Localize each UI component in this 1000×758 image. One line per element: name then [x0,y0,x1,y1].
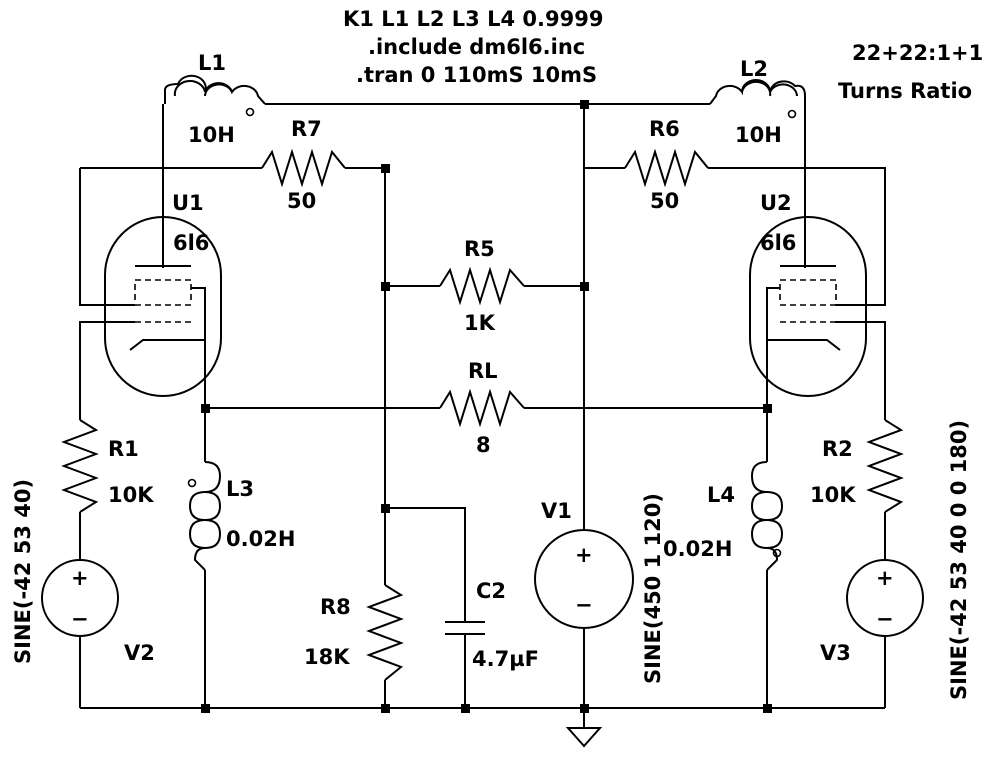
l2-value: 10H [735,123,782,147]
junction-dots [201,100,772,713]
tube-u1 [104,216,222,397]
junction [201,704,210,713]
minus-sign: − [575,593,593,617]
rl-value: 8 [476,433,491,457]
l1-value: 10H [188,123,235,147]
capacitor-c2 [445,621,485,635]
junction [763,404,772,413]
junction [763,704,772,713]
v2-name: V2 [124,641,155,665]
r8-name: R8 [320,595,351,619]
inductor-l2 [709,79,806,119]
r6-value: 50 [650,189,679,213]
source-v3: + − [846,559,924,637]
minus-sign: − [71,607,89,631]
wire-u2-grid [835,321,886,420]
wire-u1-grid [79,321,135,420]
resistor-r8 [366,584,404,681]
r6-name: R6 [649,117,680,141]
junction [580,100,589,109]
wire-c2-top [385,507,466,622]
l2-name: L2 [740,57,768,81]
directive-coupling: K1 L1 L2 L3 L4 0.9999 [343,7,603,31]
wire-u2-screen [708,167,886,306]
r2-value: 10K [810,483,856,507]
junction [580,282,589,291]
l3-name: L3 [226,477,254,501]
rl-name: RL [468,359,498,383]
polarity-dot-icon [772,548,782,558]
resistor-rl [439,388,525,428]
v1-spec: SINE(450 1 120) [641,493,665,684]
v2-spec: SINE(-42 53 40) [11,479,35,664]
turns-ratio-value: 22+22:1+1 [852,41,983,65]
junction [381,282,390,291]
directive-include: .include dm6l6.inc [368,35,585,59]
junction [461,704,470,713]
wires [79,90,886,728]
resistor-r5 [439,266,525,306]
r5-name: R5 [464,237,495,261]
junction [381,704,390,713]
source-v2: + − [41,559,119,637]
l4-value: 0.02H [663,537,732,561]
junction [580,704,589,713]
r1-value: 10K [108,483,154,507]
u2-name: U2 [760,191,792,215]
c2-name: C2 [476,579,506,603]
junction [381,504,390,513]
r5-value: 1K [464,311,496,335]
v1-name: V1 [541,499,572,523]
tube-u2 [749,216,867,397]
ground-icon [565,727,603,748]
r1-name: R1 [108,437,139,461]
inductor-l1 [164,74,266,117]
r7-value: 50 [287,189,316,213]
turns-ratio-label: Turns Ratio [838,79,972,103]
plus-sign: + [575,543,593,567]
resistor-r7 [261,148,346,188]
v3-spec: SINE(-42 53 40 0 0 180) [947,420,971,700]
inductor-l3 [187,461,222,571]
resistor-r1 [61,419,99,513]
polarity-dot-icon [787,109,797,119]
plus-sign: + [876,566,894,590]
resistor-r2 [866,419,904,513]
l3-value: 0.02H [226,527,295,551]
inductor-l4 [750,461,784,571]
minus-sign: − [876,607,894,631]
r7-name: R7 [291,117,322,141]
l4-name: L4 [707,483,735,507]
u1-model: 6l6 [173,231,209,255]
junction [381,164,390,173]
wire-u1-screen [79,168,135,306]
r2-name: R2 [822,437,853,461]
resistor-r6 [624,148,709,188]
directive-tran: .tran 0 110mS 10mS [356,63,597,87]
c2-value: 4.7µF [472,647,539,671]
source-v1: + − [534,529,634,629]
l1-name: L1 [198,51,226,75]
polarity-dot-icon [245,107,255,117]
r8-value: 18K [304,645,350,669]
u2-model: 6l6 [760,231,796,255]
v3-name: V3 [820,641,851,665]
plus-sign: + [71,566,89,590]
junction [201,404,210,413]
u1-name: U1 [172,191,204,215]
polarity-dot-icon [187,478,197,488]
